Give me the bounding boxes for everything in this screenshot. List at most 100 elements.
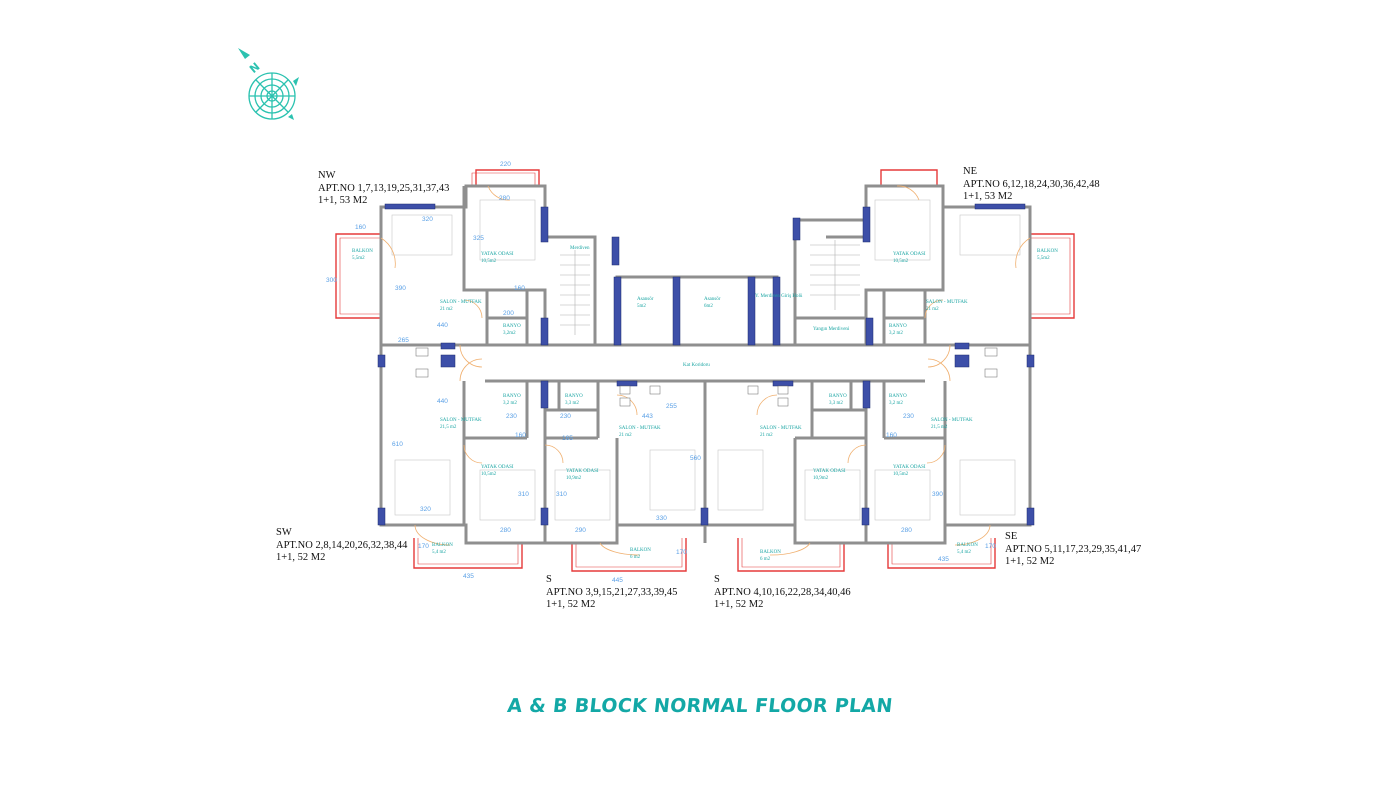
room-area: 10,5m2 [481,259,497,264]
room-label: SALON - MUTFAK [440,300,482,305]
dimension: 200 [503,310,514,317]
room-label: Asansör [637,297,654,302]
room-area: 6m2 [704,304,713,309]
room-label: YATAK ODASI [481,252,514,257]
room-label: SALON - MUTFAK [619,426,661,431]
room-area: 5,4 m2 [957,550,971,555]
fixtures [415,347,998,407]
apartment-size: 1+1, 52 M2 [714,599,764,610]
room-label: YATAK ODASI [893,465,926,470]
room-label: BALKON [957,543,978,548]
room-label: BANYO [889,324,907,329]
room-area: 3,3 m2 [829,401,843,406]
room-label: BANYO [889,394,907,399]
room-area: 3,3 m2 [565,401,579,406]
dimension: 320 [420,506,431,513]
dimension: 280 [499,195,510,202]
apartment-size: 1+1, 52 M2 [546,599,596,610]
dimension: 160 [355,224,366,231]
room-area: 21 m2 [440,307,453,312]
dimension: 165 [562,435,573,442]
room-area: 10,5m2 [893,259,909,264]
apartment-numbers: APT.NO 3,9,15,21,27,33,39,45 [546,586,678,598]
apartment-numbers: APT.NO 6,12,18,24,30,36,42,48 [963,178,1100,190]
north-label: N [247,60,262,76]
apartment-size: 1+1, 53 M2 [318,195,368,206]
apartment-size: 1+1, 52 M2 [276,552,326,563]
orientation: SE [1005,531,1018,542]
room-label: SALON - MUTFAK [760,426,802,431]
dimension: 290 [575,527,586,534]
room-label: BALKON [432,543,453,548]
apartment-label-se: SE APT.NO 5,11,17,23,29,35,41,47 1+1, 52… [1005,531,1141,569]
dimension: 280 [901,527,912,534]
room-area: 6 m2 [630,555,641,560]
room-label: Merdiven [570,246,590,251]
room-area: 21 m2 [760,433,773,438]
dimension: 440 [437,398,448,405]
apartment-numbers: APT.NO 4,10,16,22,28,34,40,46 [714,586,851,598]
room-area: 5m2 [637,304,646,309]
page-title: A & B BLOCK NORMAL FLOOR PLAN [506,695,894,717]
orientation: S [546,574,552,585]
balcony-outlines [335,169,1075,572]
room-label: Kat Koridoru [683,363,710,368]
dimension: 325 [473,235,484,242]
dimension: 435 [938,556,949,563]
room-area: 6 m2 [760,557,771,562]
orientation: NE [963,166,977,177]
room-area: 10,9m2 [566,476,582,481]
dimension: 170 [418,543,429,550]
dimension: 170 [985,543,996,550]
compass-rose-icon: N [238,48,299,120]
room-label: Yangın Merdiveni [813,327,850,332]
apartment-label-sw: SW APT.NO 2,8,14,20,26,32,38,44 1+1, 52 … [276,527,407,565]
door-swings [380,185,1031,556]
dimension: 330 [656,515,667,522]
room-area: 3,2 m2 [889,401,903,406]
dimension: 610 [392,441,403,448]
room-label: BANYO [503,324,521,329]
dimension: 255 [666,403,677,410]
dimension: 440 [437,322,448,329]
dimension: 230 [506,413,517,420]
dimension: 230 [903,413,914,420]
room-label: BALKON [1037,249,1058,254]
dimension: 560 [690,455,701,462]
room-label: Asansör [704,297,721,302]
dimension: 160 [514,285,525,292]
room-label: SALON - MUTFAK [926,300,968,305]
room-label: SALON - MUTFAK [931,418,973,423]
room-label: BANYO [565,394,583,399]
dimension: 300 [326,277,337,284]
room-area: 21 m2 [619,433,632,438]
dimension: 230 [560,413,571,420]
dimension: 170 [676,549,687,556]
dimension: 390 [932,491,943,498]
apartment-numbers: APT.NO 2,8,14,20,26,32,38,44 [276,539,408,551]
apartment-label-ne: NE APT.NO 6,12,18,24,30,36,42,48 1+1, 53… [963,166,1100,204]
room-label: YATAK ODASI [481,465,514,470]
room-area: 10,9m2 [813,476,829,481]
apartment-label-s2: S APT.NO 4,10,16,22,28,34,40,46 1+1, 52 … [714,574,851,612]
room-label: YATAK ODASI [566,469,599,474]
room-label: Y. Merdiven Giriş Holü [755,294,803,299]
room-label: YATAK ODASI [813,469,846,474]
room-area: 5,5m2 [352,256,365,261]
room-label: BALKON [630,548,651,553]
apartment-size: 1+1, 52 M2 [1005,556,1055,567]
apartment-numbers: APT.NO 1,7,13,19,25,31,37,43 [318,182,450,194]
apartment-size: 1+1, 53 M2 [963,191,1013,202]
dimension: 280 [500,527,511,534]
dimension: 390 [395,285,406,292]
room-area: 3,2m2 [503,331,516,336]
room-label: YATAK ODASI [893,252,926,257]
dimension: 220 [500,161,511,168]
dimension: 160 [515,432,526,439]
room-area: 21 m2 [926,307,939,312]
apartment-label-nw: NW APT.NO 1,7,13,19,25,31,37,43 1+1, 53 … [318,170,449,208]
windows [377,203,1035,526]
orientation: SW [276,527,292,538]
room-area: 3,2 m2 [889,331,903,336]
dimension-labels: 220 320 280 160 300 325 390 160 200 440 … [326,161,996,584]
